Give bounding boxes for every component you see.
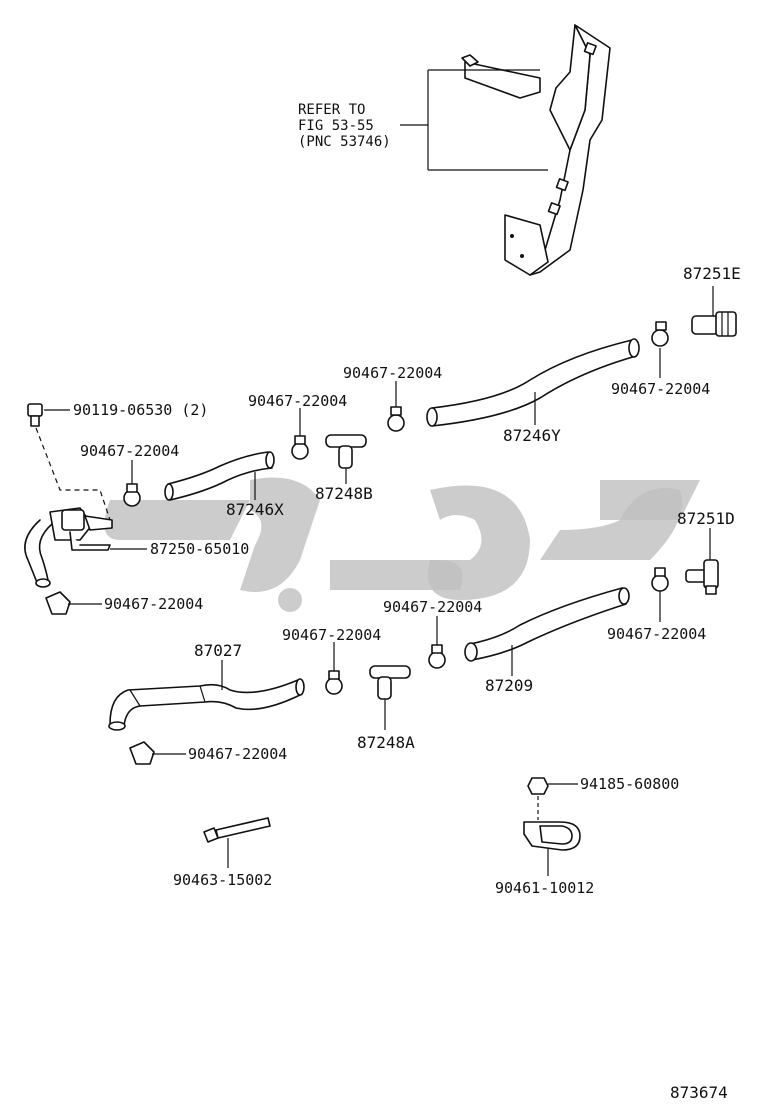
figure-number: 873674: [670, 1083, 728, 1102]
clamp-icon: [325, 670, 343, 695]
label-90467-g: 90467-22004: [383, 598, 482, 616]
label-87250: 87250-65010: [150, 540, 249, 558]
nut-icon: [527, 777, 549, 795]
label-90467-a: 90467-22004: [611, 380, 710, 398]
tee-87248B: [325, 434, 367, 469]
hose-87209: [464, 587, 630, 662]
bracket-assembly: [461, 24, 611, 276]
label-87246Y: 87246Y: [503, 426, 561, 445]
connector-87251D: [685, 559, 719, 595]
band-90463: [203, 817, 271, 843]
watermark-logo: [104, 477, 700, 612]
hose-87027: [108, 678, 305, 731]
label-87251E: 87251E: [683, 264, 741, 283]
clamp-icon: [123, 483, 141, 507]
clamp-90461: [523, 821, 581, 851]
clamp-icon: [387, 406, 405, 432]
clamp-icon: [651, 321, 669, 347]
label-90467-c: 90467-22004: [248, 392, 347, 410]
clamp-icon: [651, 567, 669, 592]
label-87248B: 87248B: [315, 484, 373, 503]
label-90467-e: 90467-22004: [104, 595, 203, 613]
label-90119: 90119-06530 (2): [73, 401, 208, 419]
clamp-icon: [291, 435, 309, 460]
label-87251D: 87251D: [677, 509, 735, 528]
label-87248A: 87248A: [357, 733, 415, 752]
label-90467-h: 90467-22004: [282, 626, 381, 644]
label-90467-f: 90467-22004: [607, 625, 706, 643]
label-94185: 94185-60800: [580, 775, 679, 793]
label-90463: 90463-15002: [173, 871, 272, 889]
hose-87246X: [164, 451, 275, 501]
clamp-icon: [428, 644, 446, 669]
refer-bracket-lines: [400, 69, 548, 171]
connector-87251E: [691, 311, 737, 337]
label-87027: 87027: [194, 641, 242, 660]
hose-87246Y: [426, 338, 640, 427]
tee-87248A: [369, 665, 411, 700]
label-87209: 87209: [485, 676, 533, 695]
refer-note-line-2: FIG 53-55: [298, 118, 374, 134]
bolt-icon: [27, 403, 43, 427]
clamp-icon: [129, 741, 155, 765]
vsv-87250: [24, 507, 113, 588]
label-90467-i: 90467-22004: [188, 745, 287, 763]
label-87246X: 87246X: [226, 500, 284, 519]
refer-note-line-1: REFER TO: [298, 102, 365, 118]
refer-note-line-3: (PNC 53746): [298, 134, 391, 150]
label-90461: 90461-10012: [495, 879, 594, 897]
clamp-icon: [45, 591, 71, 615]
label-90467-b: 90467-22004: [343, 364, 442, 382]
label-90467-d: 90467-22004: [80, 442, 179, 460]
